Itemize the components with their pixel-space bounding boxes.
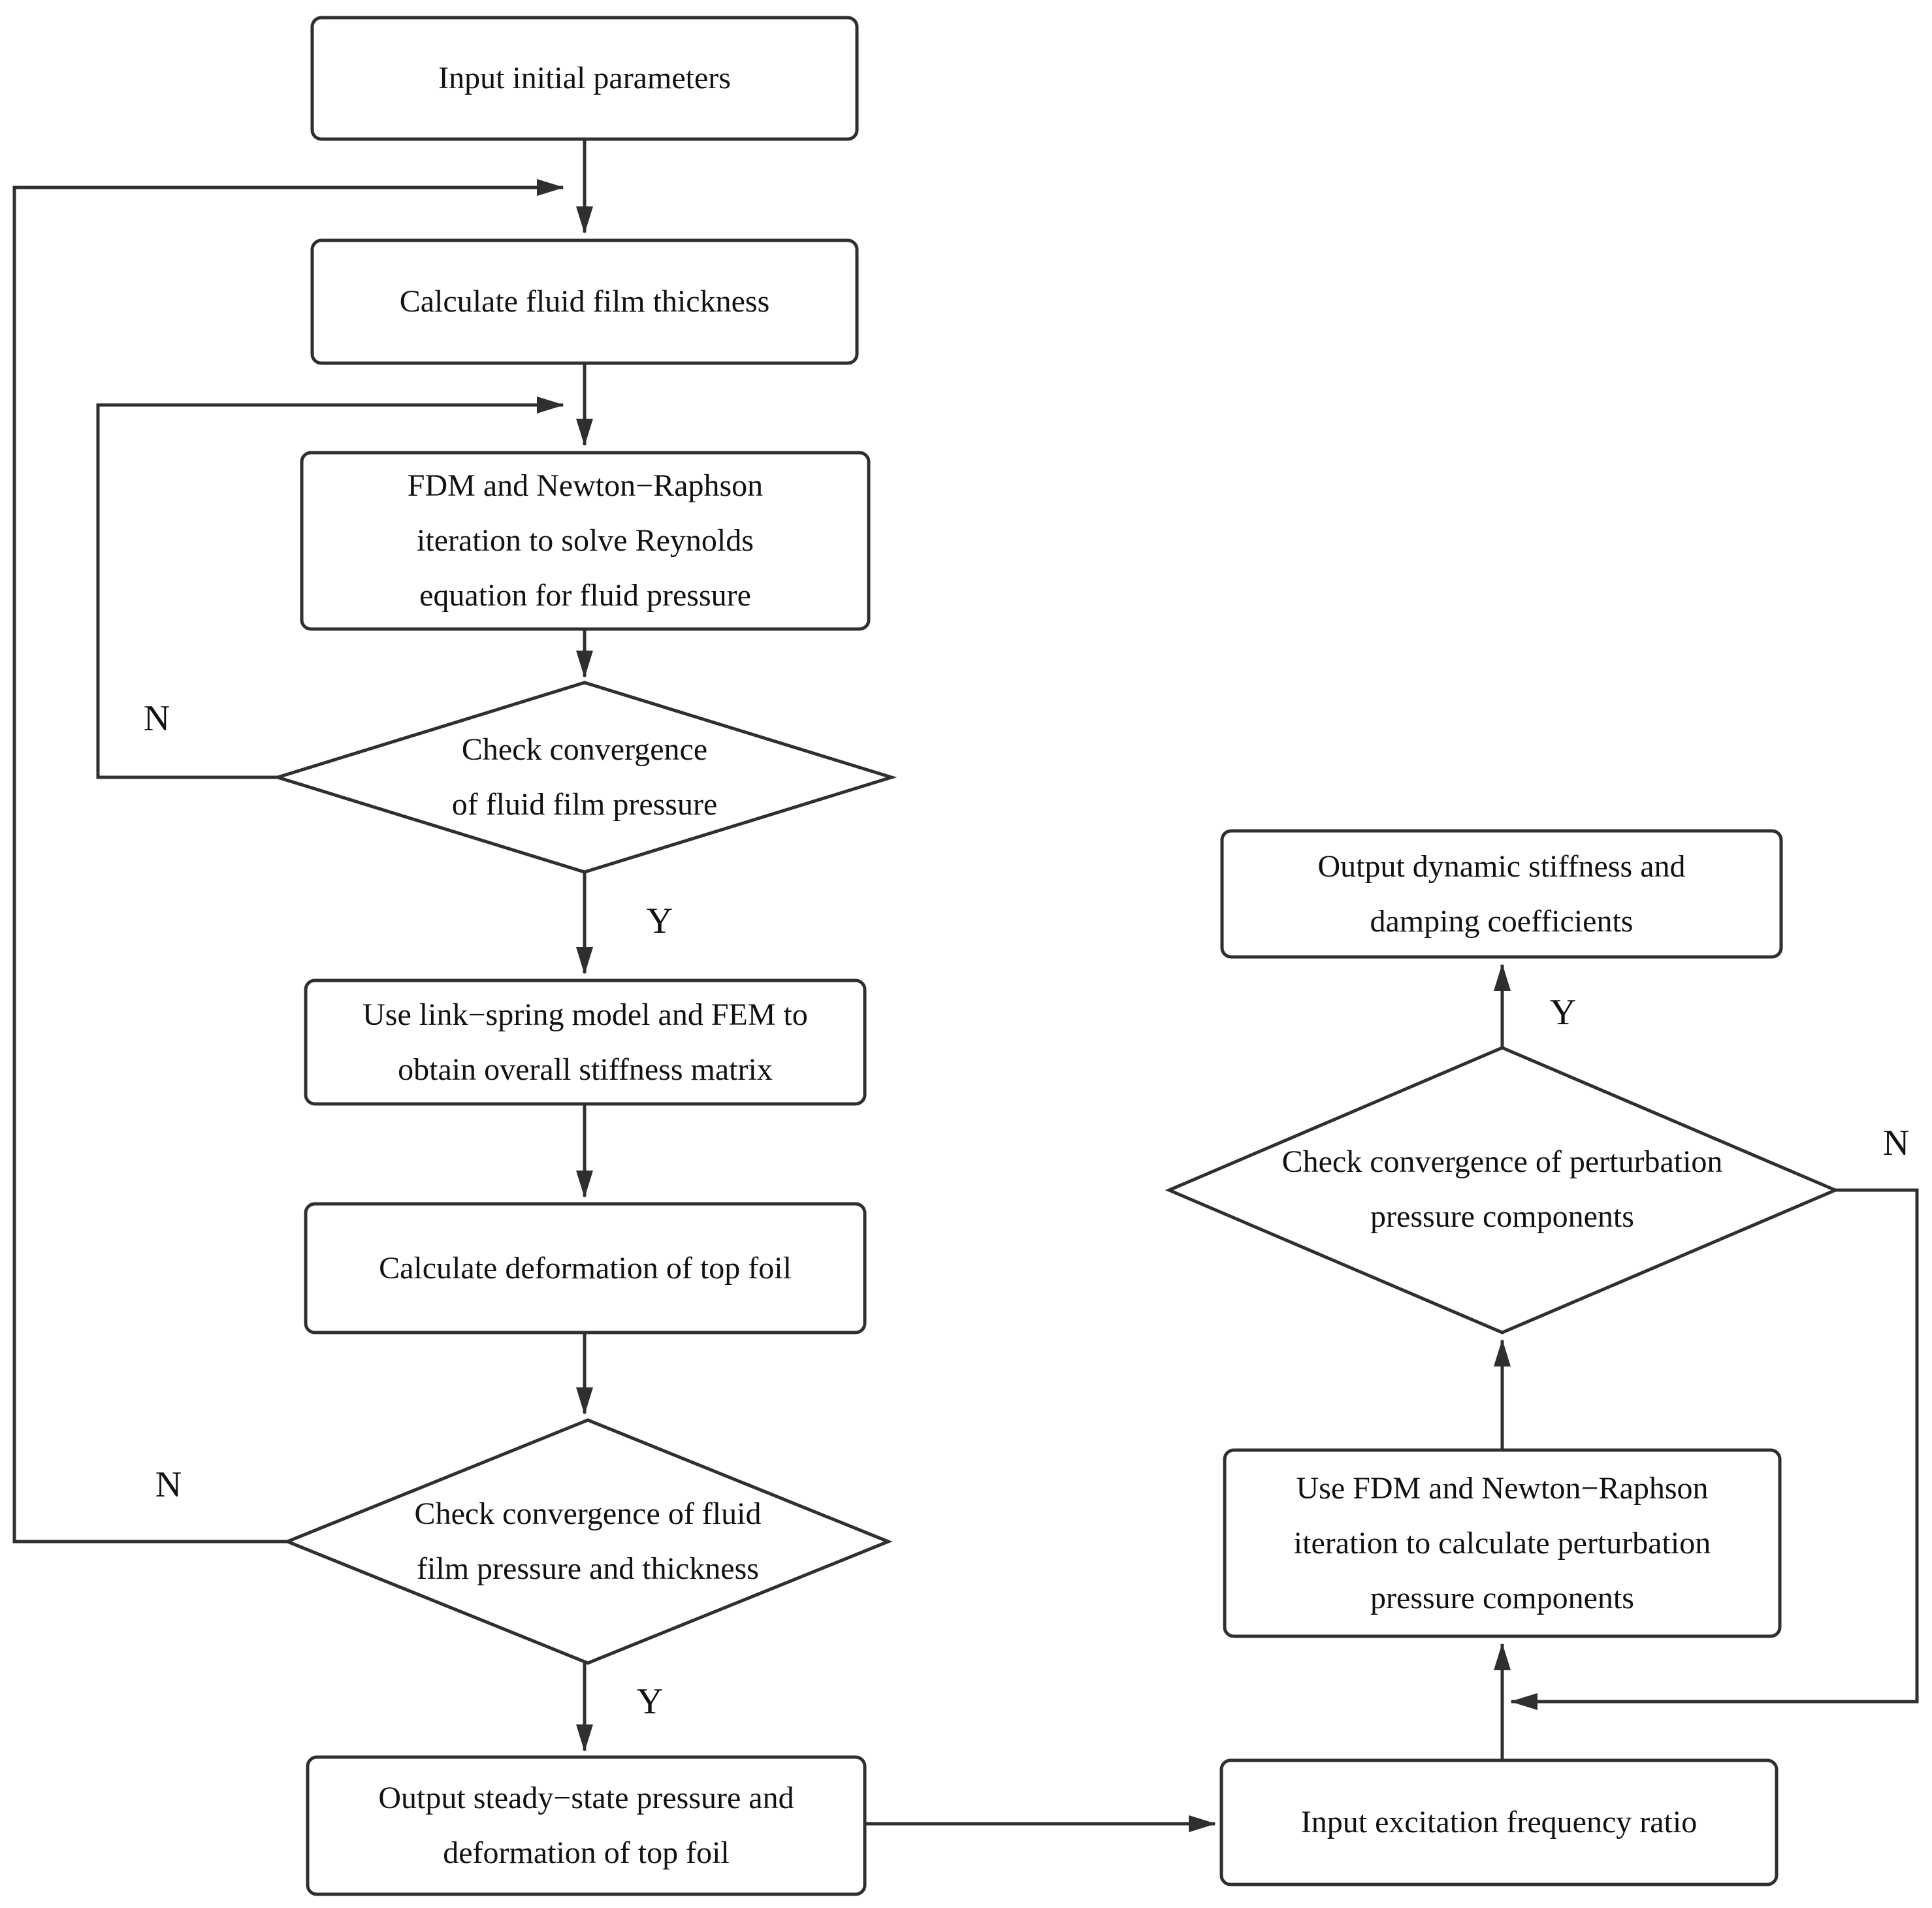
process-box-output-steady-state-pressure bbox=[306, 1755, 867, 1896]
node-label-link-spring-model-fem: Use link−spring model and FEM to obtain … bbox=[362, 997, 808, 1087]
node-label-calculate-deformation-top-foil: Calculate deformation of top foil bbox=[379, 1250, 792, 1285]
branch-label-pressure-yes: Y bbox=[646, 901, 673, 941]
branch-label-thickness-yes: Y bbox=[636, 1681, 664, 1722]
node-label-fdm-newton-raphson-perturbation: Use FDM and Newton−Raphson iteration to … bbox=[1293, 1470, 1711, 1615]
process-box-fdm-newton-raphson-reynolds bbox=[300, 451, 871, 631]
branch-label-perturbation-yes: Y bbox=[1549, 992, 1577, 1033]
node-label-check-convergence-fluid-film-pressure: Check convergence of fluid film pressure bbox=[451, 732, 718, 822]
process-box-input-excitation-frequency-ratio bbox=[1219, 1758, 1779, 1886]
edge-pressure-loop-no bbox=[96, 396, 564, 779]
process-box-link-spring-model-fem bbox=[304, 978, 867, 1106]
decision-diamond-check-convergence-perturbation bbox=[1165, 1046, 1840, 1334]
node-label-output-dynamic-stiffness-damping: Output dynamic stiffness and damping coe… bbox=[1317, 849, 1686, 939]
process-box-input-initial-parameters bbox=[310, 16, 859, 141]
branch-label-perturbation-no: N bbox=[1882, 1123, 1910, 1163]
node-label-input-initial-parameters: Input initial parameters bbox=[438, 61, 731, 95]
node-label-check-convergence-pressure-thickness: Check convergence of fluid film pressure… bbox=[414, 1496, 762, 1586]
node-label-input-excitation-frequency-ratio: Input excitation frequency ratio bbox=[1300, 1805, 1698, 1839]
node-label-output-steady-state-pressure: Output steady−state pressure and deforma… bbox=[378, 1781, 794, 1870]
node-label-calculate-fluid-film-thickness: Calculate fluid film thickness bbox=[399, 284, 770, 319]
process-box-output-dynamic-stiffness-damping bbox=[1220, 829, 1783, 959]
branch-label-thickness-no: N bbox=[155, 1464, 182, 1505]
process-box-calculate-fluid-film-thickness bbox=[310, 238, 859, 365]
decision-diamond-check-convergence-pressure-thickness bbox=[283, 1418, 893, 1665]
decision-diamond-check-convergence-fluid-film-pressure bbox=[272, 681, 897, 874]
node-label-check-convergence-perturbation: Check convergence of perturbation pressu… bbox=[1281, 1144, 1723, 1234]
edge-thickness-loop-no bbox=[12, 179, 564, 1544]
process-box-fdm-newton-raphson-perturbation bbox=[1223, 1448, 1782, 1638]
node-label-fdm-newton-raphson-reynolds: FDM and Newton−Raphson iteration to solv… bbox=[407, 468, 764, 613]
edge-perturbation-loop-no bbox=[1510, 1188, 1919, 1710]
branch-label-pressure-no: N bbox=[143, 698, 170, 739]
process-box-calculate-deformation-top-foil bbox=[304, 1202, 867, 1334]
